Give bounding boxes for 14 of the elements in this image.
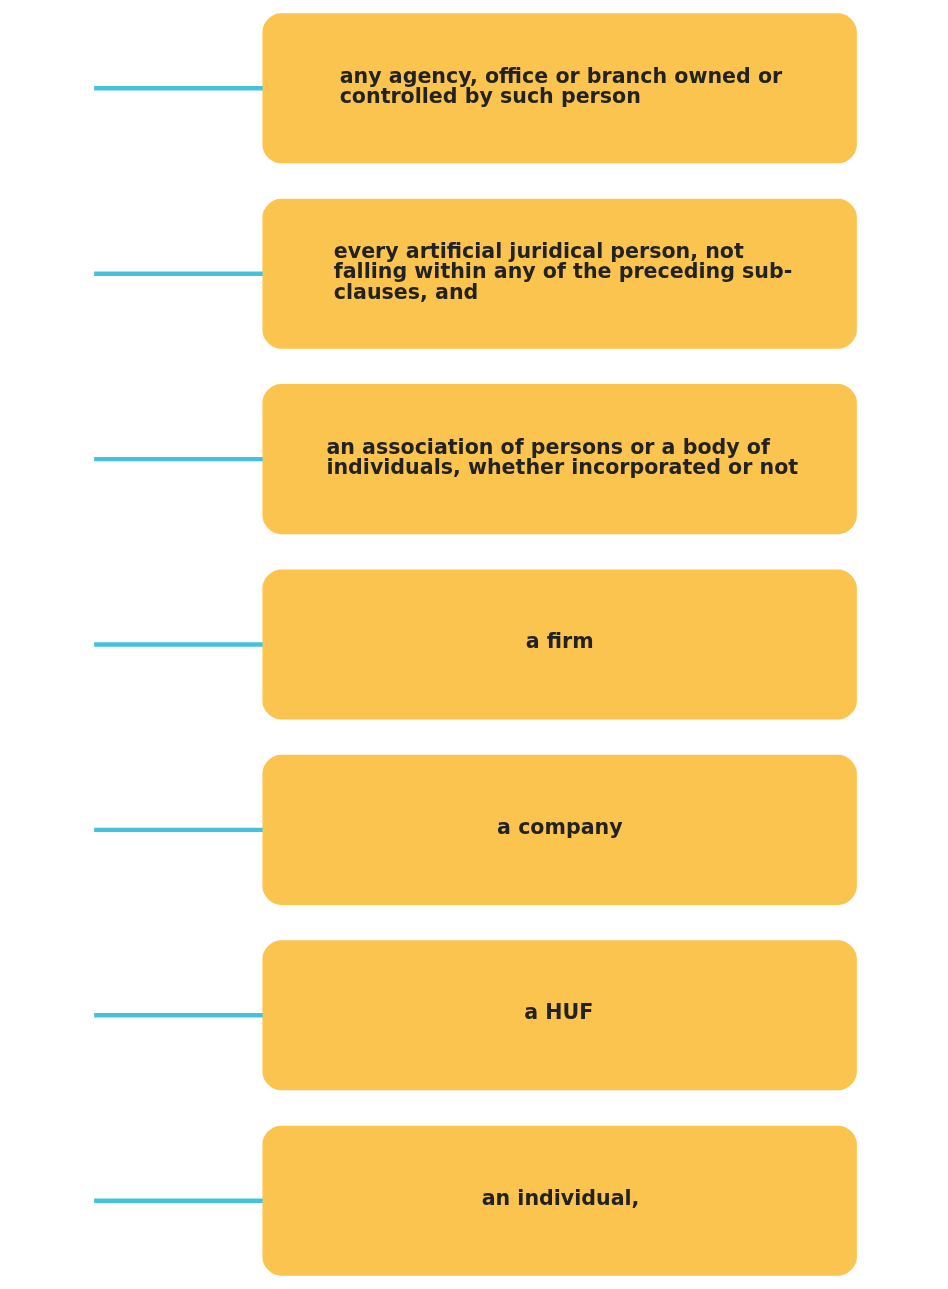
- connector: [93, 642, 263, 647]
- connector: [93, 86, 263, 91]
- node-box: any agency, office or branch owned or controlled by such person: [261, 13, 857, 164]
- node-box: an individual,: [261, 1125, 857, 1276]
- connector: [93, 827, 263, 833]
- connector: [93, 456, 263, 462]
- node-box: a firm: [261, 569, 857, 720]
- connector: [93, 271, 263, 276]
- node-box: a company: [261, 754, 857, 905]
- node-box: an association of persons or a body of individuals, whether incorporated or not: [261, 384, 857, 535]
- node-box: every artificial juridical person, not falling within any of the preceding sub-clauses, and: [261, 198, 857, 349]
- connector: [93, 1198, 263, 1203]
- node-box: a HUF: [261, 940, 857, 1091]
- connector: [93, 1013, 263, 1018]
